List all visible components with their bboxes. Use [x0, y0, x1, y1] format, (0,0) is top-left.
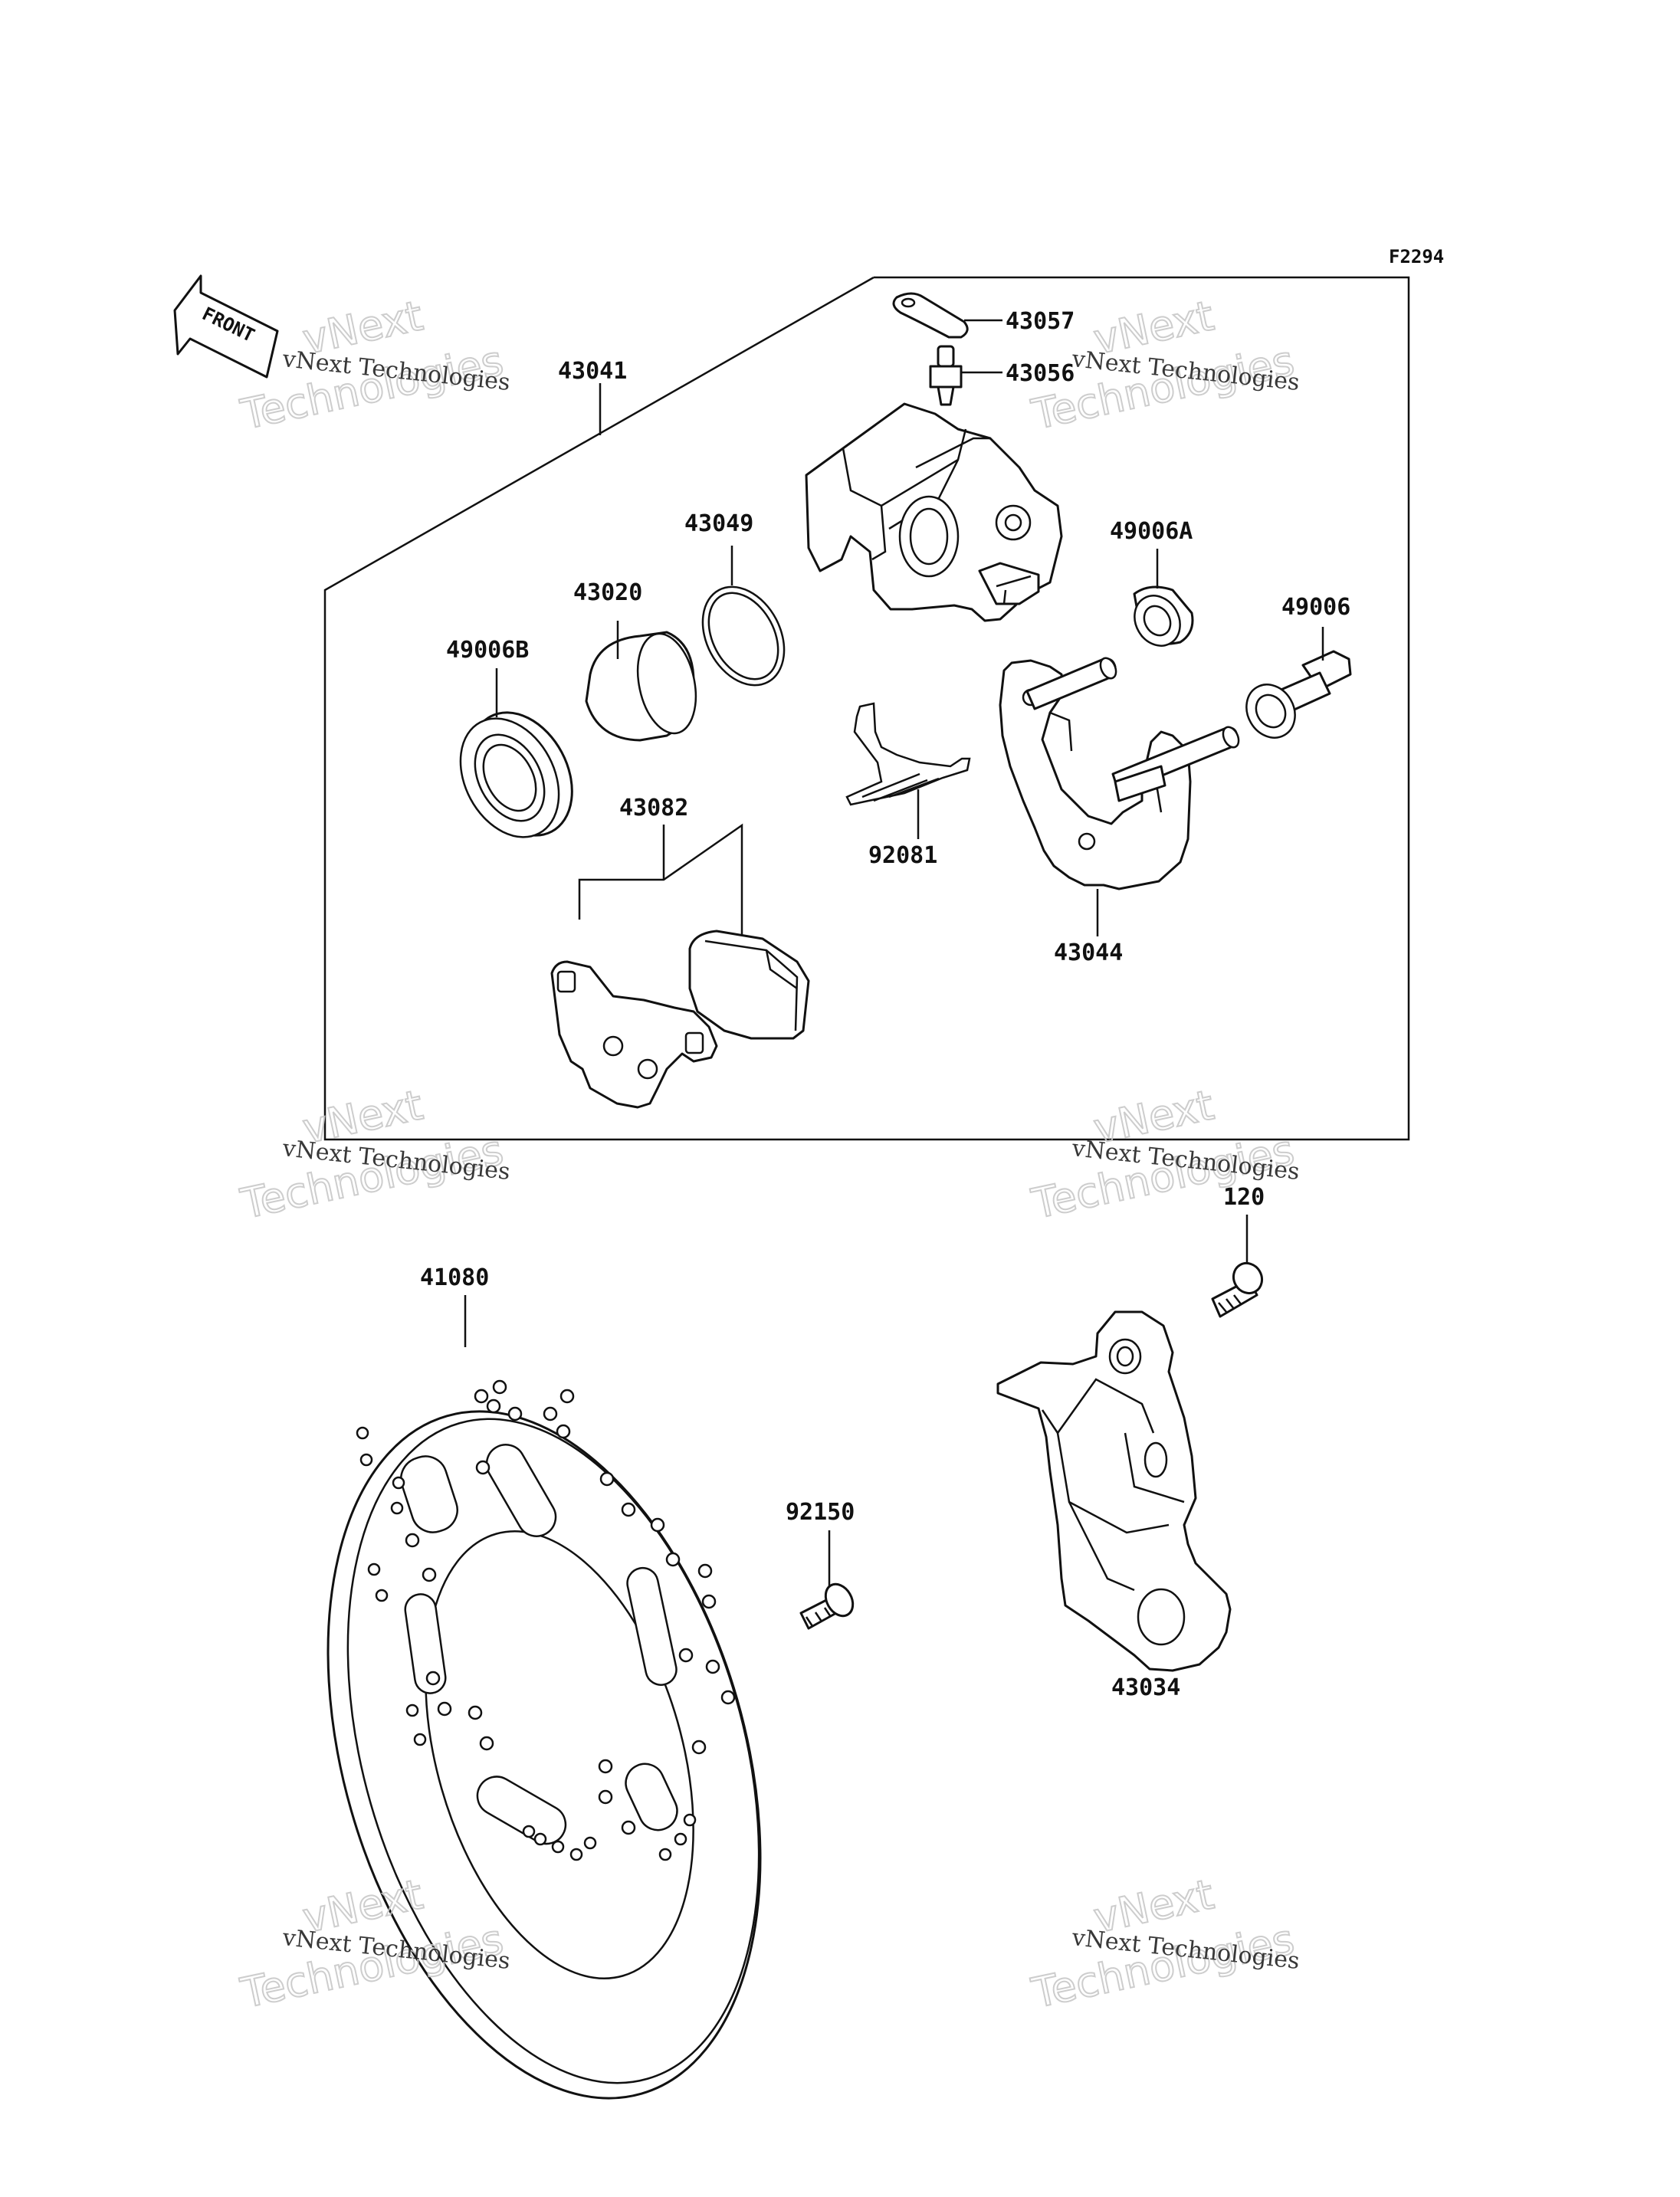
label-43041: 43041 — [558, 358, 627, 385]
figure-code: F2294 — [1389, 246, 1444, 267]
watermark-bottom-right: vNext Technologies vNext Technologies — [1027, 1869, 1301, 2018]
label-120: 120 — [1223, 1184, 1265, 1211]
label-92150: 92150 — [786, 1499, 855, 1526]
label-43049: 43049 — [684, 510, 753, 537]
dust-boot-part — [459, 668, 573, 838]
label-49006B: 49006B — [446, 637, 529, 664]
label-43044: 43044 — [1054, 939, 1123, 966]
caliper-assembly-outline — [323, 276, 1410, 1141]
watermark-top-left: vNext Technologies vNext Technologies — [236, 290, 512, 440]
pin-bushing-a-part — [1133, 549, 1194, 647]
front-arrow-icon: FRONT — [173, 274, 279, 379]
watermark-middle-left: vNext Technologies vNext Technologies — [236, 1080, 512, 1229]
bleeder-cap-part — [892, 292, 1002, 339]
label-41080: 41080 — [420, 1264, 489, 1291]
piston-seal-part — [701, 546, 786, 687]
caliper-bracket-part — [999, 657, 1240, 936]
bolt-120-part — [1211, 1215, 1264, 1318]
caliper-holder-part — [996, 1310, 1232, 1672]
label-49006A: 49006A — [1110, 518, 1193, 545]
label-43057: 43057 — [1006, 308, 1075, 335]
label-49006: 49006 — [1281, 594, 1350, 621]
bolt-92150-part — [799, 1530, 855, 1630]
pin-bushing-part — [1245, 627, 1352, 739]
label-43020: 43020 — [573, 579, 642, 606]
label-43082: 43082 — [619, 795, 688, 821]
pad-spring-part — [845, 702, 971, 839]
label-43034: 43034 — [1111, 1674, 1180, 1701]
label-43056: 43056 — [1006, 360, 1075, 387]
brake-disc-part — [326, 1295, 762, 2100]
piston-part — [585, 621, 697, 742]
label-92081: 92081 — [868, 842, 937, 869]
caliper-body-part — [805, 402, 1063, 622]
bleeder-valve-part — [929, 345, 1002, 406]
brake-pads-part — [550, 823, 810, 1109]
